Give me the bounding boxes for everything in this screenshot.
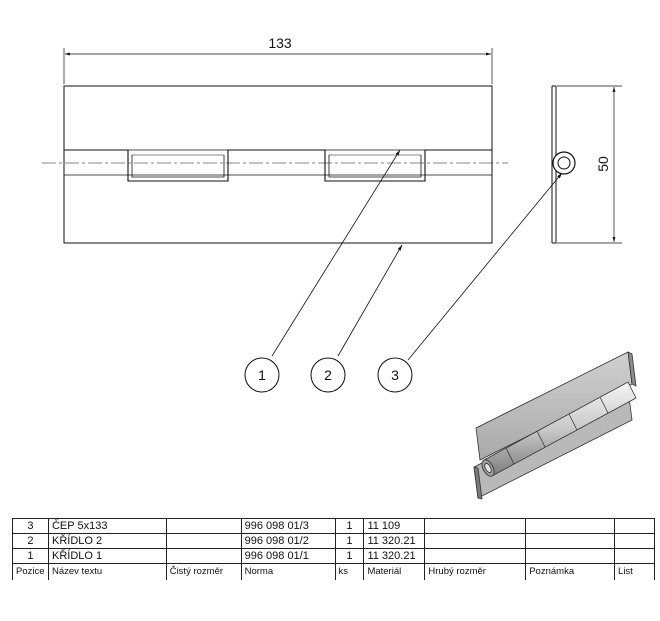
bom-pozice: 1: [12, 548, 49, 564]
balloon-1-label: 1: [258, 367, 266, 383]
bom-hruby: [424, 548, 527, 564]
bom-table: 3 ČEP 5x133 996 098 01/3 1 11 109 2 KŘÍD…: [12, 518, 655, 580]
bom-ks: 1: [334, 533, 365, 549]
bom-header-material: Materiál: [363, 563, 426, 580]
bom-row: 1 KŘÍDLO 1 996 098 01/1 1 11 320.21: [12, 548, 655, 564]
bom-poznamka: [525, 533, 616, 549]
bom-norma: 996 098 01/2: [240, 533, 336, 549]
bom-nazev: ČEP 5x133: [47, 518, 167, 534]
bom-nazev: KŘÍDLO 2: [47, 533, 167, 549]
bom-poznamka: [525, 518, 616, 534]
balloon-1: 1: [244, 357, 280, 393]
bom-material: 11 320.21: [363, 533, 426, 549]
knuckle-circle: [552, 151, 576, 175]
bom-list: [614, 518, 655, 534]
bom-header-hruby: Hrubý rozměr: [424, 563, 527, 580]
bom-header-nazev: Název textu: [47, 563, 167, 580]
bom-norma: 996 098 01/1: [240, 548, 336, 564]
bom-header-norma: Norma: [240, 563, 336, 580]
pin-circle: [557, 156, 571, 170]
bom-header-poznamka: Poznámka: [525, 563, 616, 580]
bom-header-cisty: Čistý rozměr: [165, 563, 242, 580]
balloon-2-label: 2: [324, 367, 332, 383]
hinge-outline: [63, 85, 493, 244]
bom-row: 3 ČEP 5x133 996 098 01/3 1 11 109: [12, 518, 655, 534]
bom-pozice: 2: [12, 533, 49, 549]
bom-header-row: Pozice Název textu Čistý rozměr Norma ks…: [12, 563, 655, 580]
bom-ks: 1: [334, 518, 365, 534]
bom-row: 2 KŘÍDLO 2 996 098 01/2 1 11 320.21: [12, 533, 655, 549]
bom-list: [614, 548, 655, 564]
balloon-3: 3: [377, 357, 413, 393]
side-view: [551, 85, 622, 244]
bom-ks: 1: [334, 548, 365, 564]
bom-header-list: List: [614, 563, 655, 580]
dim-length-text: 133: [268, 35, 292, 51]
bom-hruby: [424, 518, 527, 534]
bom-cisty: [165, 518, 242, 534]
bom-cisty: [165, 548, 242, 564]
knuckle-profile: [64, 149, 492, 182]
bom-hruby: [424, 533, 527, 549]
bom-material: 11 320.21: [363, 548, 426, 564]
dim-height-text: 50: [595, 156, 611, 172]
balloon-3-label: 3: [391, 367, 399, 383]
bom-header-pozice: Pozice: [12, 563, 49, 580]
bom-norma: 996 098 01/3: [240, 518, 336, 534]
isometric-view: [473, 351, 637, 500]
bom-list: [614, 533, 655, 549]
bom-cisty: [165, 533, 242, 549]
bom-nazev: KŘÍDLO 1: [47, 548, 167, 564]
bom-poznamka: [525, 548, 616, 564]
bom-material: 11 109: [363, 518, 426, 534]
balloon-2: 2: [310, 357, 346, 393]
leader-lines: [271, 149, 563, 361]
bom-header-ks: ks: [334, 563, 365, 580]
bom-pozice: 3: [12, 518, 49, 534]
front-view: [42, 48, 508, 244]
